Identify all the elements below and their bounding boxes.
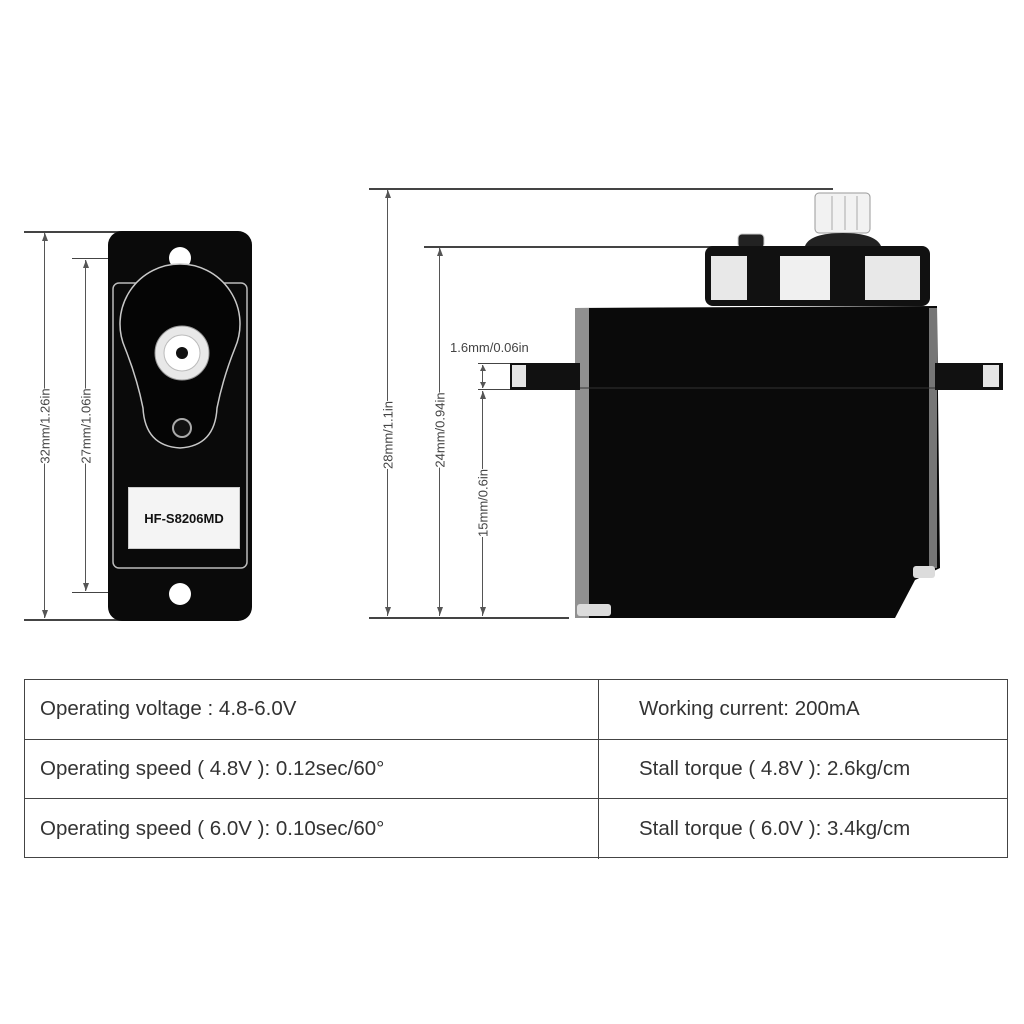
flange-to-bottom-label: 15mm/0.6in: [473, 469, 493, 537]
flange-thickness-label: 1.6mm/0.06in: [450, 340, 529, 355]
front-top-ref-line: [24, 231, 124, 233]
side-bottom-ref-line: [369, 617, 569, 619]
servo-front-illustration: [108, 231, 252, 621]
arrow-down-icon: [384, 607, 391, 615]
table-row: Operating speed ( 6.0V ): 0.10sec/60° St…: [25, 799, 1007, 859]
operating-voltage-cell: Operating voltage : 4.8-6.0V: [25, 680, 599, 739]
spec-table: Operating voltage : 4.8-6.0V Working cur…: [24, 679, 1008, 859]
hole-spacing-label: 27mm/1.06in: [76, 388, 96, 464]
front-bottom-ref-line: [24, 619, 124, 621]
table-row: Operating voltage : 4.8-6.0V Working cur…: [25, 680, 1007, 740]
side-body-top-ref-line: [424, 246, 720, 248]
servo-side-illustration: [510, 192, 1003, 618]
overall-height-label: 32mm/1.26in: [35, 388, 55, 464]
table-row: Operating speed ( 4.8V ): 0.12sec/60° St…: [25, 739, 1007, 799]
stall-torque-60v-cell: Stall torque ( 6.0V ): 3.4kg/cm: [639, 816, 911, 840]
working-current-cell: Working current: 200mA: [639, 697, 860, 721]
flange-top-ref-line: [478, 363, 526, 364]
arrow-up-icon: [479, 391, 486, 399]
arrow-down-icon: [479, 382, 486, 388]
operating-speed-60v-cell: Operating speed ( 6.0V ): 0.10sec/60°: [25, 799, 599, 859]
arrow-down-icon: [41, 610, 48, 618]
arrow-down-icon: [479, 607, 486, 615]
operating-speed-48v-cell: Operating speed ( 4.8V ): 0.12sec/60°: [25, 739, 599, 798]
flange-bottom-ref-line: [478, 389, 526, 390]
arrow-down-icon: [436, 607, 443, 615]
arrow-up-icon: [41, 233, 48, 241]
model-label: HF-S8206MD: [144, 510, 224, 526]
model-label-plate: HF-S8206MD: [128, 487, 240, 549]
body-height-label: 24mm/0.94in: [430, 392, 450, 468]
arrow-up-icon: [82, 260, 89, 268]
stall-torque-48v-cell: Stall torque ( 4.8V ): 2.6kg/cm: [639, 756, 911, 780]
side-top-ref-line: [369, 188, 833, 190]
total-height-label: 28mm/1.1in: [378, 401, 398, 469]
arrow-up-icon: [479, 365, 486, 371]
arrow-down-icon: [82, 583, 89, 591]
arrow-up-icon: [384, 190, 391, 198]
flange-thickness-dim-line: [482, 365, 483, 388]
arrow-up-icon: [436, 248, 443, 256]
